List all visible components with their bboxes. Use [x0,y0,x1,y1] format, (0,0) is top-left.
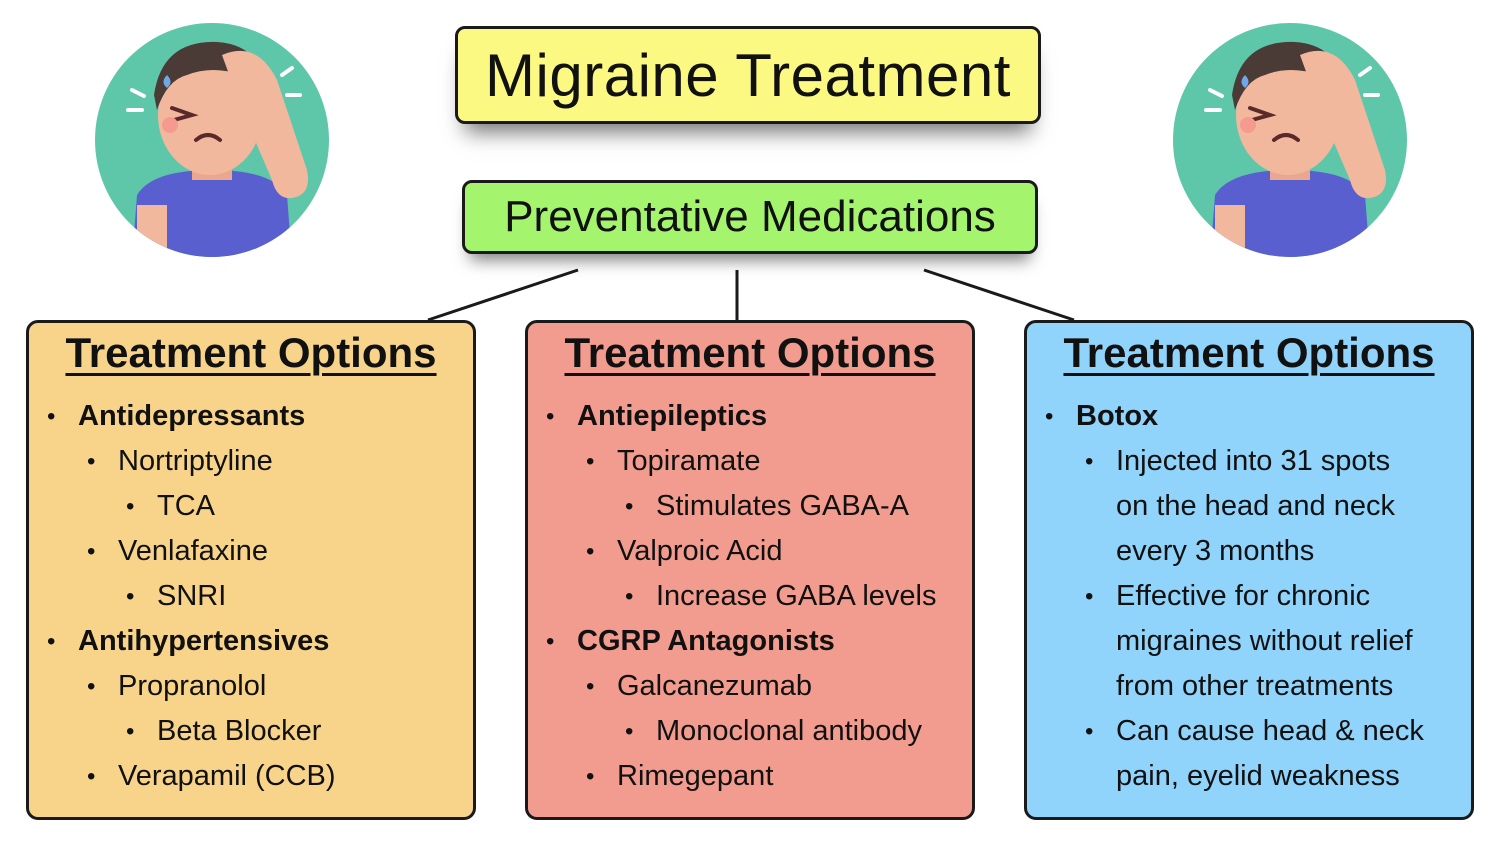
list-item: Injected into 31 spots [1116,445,1391,477]
category-label: Antiepileptics [577,400,768,432]
list-item: pain, eyelid weakness [1116,760,1400,792]
list-item: Topiramate [617,445,761,477]
subtitle-box: Preventative Medications [462,180,1038,254]
bullet-icon: • [546,628,555,655]
bullet-icon: • [1045,403,1054,430]
list-item: Monoclonal antibody [656,715,923,747]
bullet-icon: • [47,403,56,430]
bullet-icon: • [586,448,595,475]
list-item: on the head and neck [1116,490,1395,522]
bullet-icon: • [546,403,555,430]
bullet-icon: • [625,718,634,745]
headache-person-icon [95,23,329,257]
list-item: from other treatments [1116,670,1394,702]
panel-antidepressants-antihypertensives: Treatment Options • Antidepressants • Nortr… [26,320,476,820]
list-item: Beta Blocker [157,715,322,747]
panel-heading: Treatment Options [65,329,437,376]
list-item: SNRI [157,580,227,612]
list-item: TCA [157,490,215,522]
category-label: CGRP Antagonists [577,625,835,657]
category-label: Antidepressants [78,400,306,432]
bullet-icon: • [87,538,96,565]
bullet-icon: • [126,493,135,520]
panel-heading: Treatment Options [1063,329,1435,376]
bullet-icon: • [126,718,135,745]
list-item: every 3 months [1116,535,1315,567]
bullet-icon: • [87,448,96,475]
panel-antiepileptics-cgrp: Treatment Options • Antiepileptics • Topira… [525,320,975,820]
connector-right [923,268,1075,322]
bullet-icon: • [586,763,595,790]
bullet-icon: • [47,628,56,655]
list-item: Verapamil (CCB) [118,760,336,792]
headache-person-icon [1173,23,1407,257]
bullet-icon: • [126,583,135,610]
bullet-icon: • [1085,718,1094,745]
bullet-icon: • [1085,448,1094,475]
list-item: migraines without relief [1116,625,1413,657]
list-item: Can cause head & neck [1116,715,1424,747]
panel-heading: Treatment Options [564,329,936,376]
list-item: Increase GABA levels [656,580,937,612]
bullet-icon: • [625,493,634,520]
category-label: Antihypertensives [78,625,330,657]
bullet-icon: • [586,673,595,700]
list-item: Nortriptyline [118,445,273,477]
bullet-icon: • [586,538,595,565]
list-item: Valproic Acid [617,535,783,567]
panel-botox: Treatment Options • Botox • Injected into 3… [1024,320,1474,820]
bullet-icon: • [87,763,96,790]
list-item: Galcanezumab [617,670,813,702]
list-item: Effective for chronic [1116,580,1371,612]
list-item: Rimegepant [617,760,774,792]
list-item: Propranolol [118,670,267,702]
page-title: Migraine Treatment [455,26,1041,124]
category-label: Botox [1076,400,1159,432]
bullet-icon: • [1085,583,1094,610]
bullet-icon: • [87,673,96,700]
list-item: Venlafaxine [118,535,268,567]
list-item: Stimulates GABA-A [656,490,910,522]
bullet-icon: • [625,583,634,610]
connector-left [427,268,579,322]
